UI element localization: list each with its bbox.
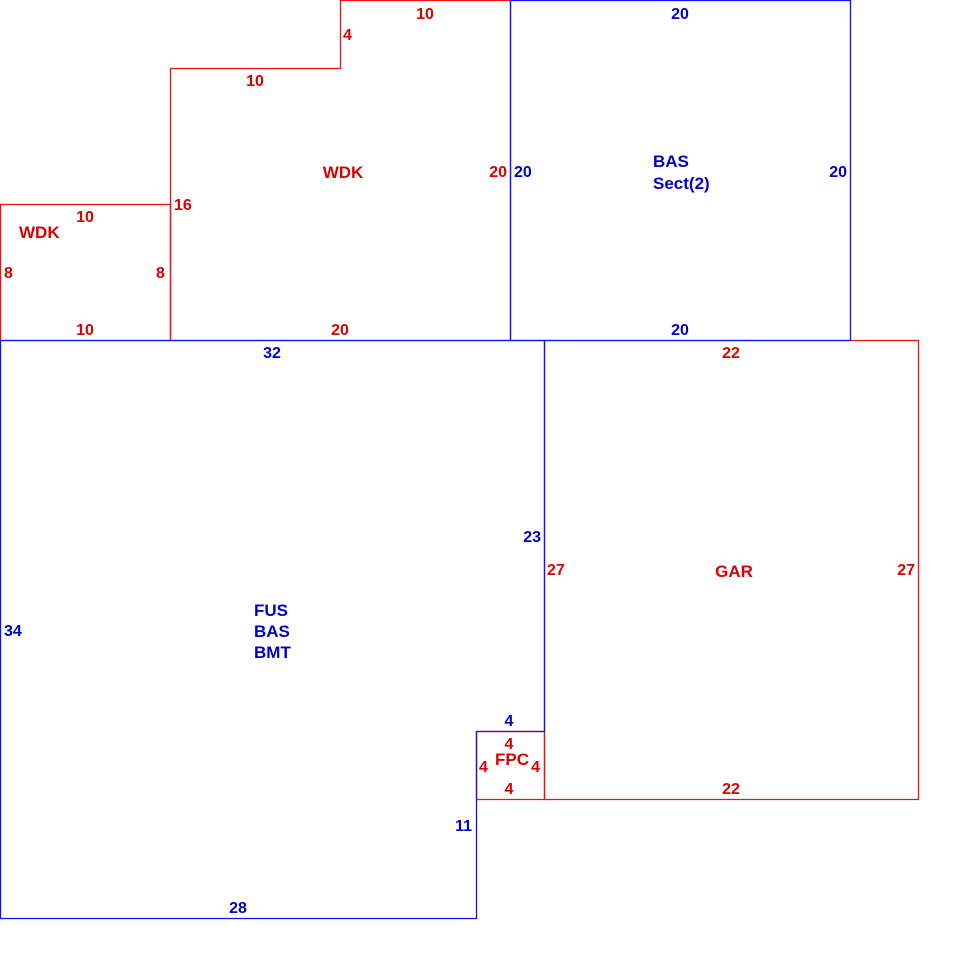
garage-label: GAR bbox=[715, 562, 753, 581]
bas-sect2-dim-right: 20 bbox=[829, 164, 847, 181]
main-house-dim-right-lower: 11 bbox=[455, 818, 472, 835]
fpc-dim-left: 4 bbox=[479, 759, 488, 776]
main-house-label-2: BAS bbox=[254, 622, 290, 641]
main-house-dim-bottom: 28 bbox=[229, 900, 247, 917]
wdk-large-dim-step: 4 bbox=[343, 27, 352, 44]
bas-sect2-dim-bottom: 20 bbox=[671, 322, 689, 339]
wdk-large-label: WDK bbox=[323, 163, 364, 182]
garage-dim-right: 27 bbox=[897, 562, 915, 579]
wdk-small-group: WDK 10 8 8 10 bbox=[4, 209, 165, 339]
fpc-group: FPC 4 4 4 4 bbox=[479, 736, 540, 798]
wdk-large-dim-bottom: 20 bbox=[331, 322, 349, 339]
wdk-small-dim-top: 10 bbox=[76, 209, 94, 226]
fpc-label: FPC bbox=[495, 750, 529, 769]
garage-group: GAR 22 27 27 22 bbox=[547, 345, 915, 798]
garage-dim-left: 27 bbox=[547, 562, 565, 579]
wdk-large-dim-left: 16 bbox=[174, 197, 192, 214]
main-house-label-1: FUS bbox=[254, 601, 288, 620]
fpc-dim-bottom: 4 bbox=[505, 781, 514, 798]
bas-sect2-outline bbox=[509, 0, 852, 342]
wdk-large-group: WDK 16 10 4 10 20 20 bbox=[174, 6, 507, 339]
main-house-dim-right-upper: 23 bbox=[523, 529, 541, 546]
main-house-dim-top: 32 bbox=[263, 345, 281, 362]
wdk-small-dim-bottom: 10 bbox=[76, 322, 94, 339]
fpc-dim-top: 4 bbox=[505, 736, 514, 753]
bas-sect2-label-2: Sect(2) bbox=[653, 174, 710, 193]
main-house-group: FUS BAS BMT 32 23 4 11 28 34 bbox=[4, 345, 541, 917]
wdk-small-dim-left: 8 bbox=[4, 265, 13, 282]
wdk-large-dim-right: 20 bbox=[489, 164, 507, 181]
wdk-small-dim-right: 8 bbox=[156, 265, 165, 282]
bas-sect2-dim-top: 20 bbox=[671, 6, 689, 23]
fpc-dim-right: 4 bbox=[531, 759, 540, 776]
garage-dim-bottom: 22 bbox=[722, 781, 740, 798]
main-house-outline bbox=[0, 339, 546, 920]
bas-sect2-dim-left: 20 bbox=[514, 164, 532, 181]
main-house-dim-left: 34 bbox=[4, 623, 22, 640]
wdk-small-label: WDK bbox=[19, 223, 60, 242]
wdk-large-dim-top-lower: 10 bbox=[246, 73, 264, 90]
main-house-dim-notch: 4 bbox=[505, 713, 514, 730]
main-house-label-3: BMT bbox=[254, 643, 291, 662]
bas-sect2-group: BAS Sect(2) 20 20 20 20 bbox=[514, 6, 847, 339]
wdk-large-dim-top-upper: 10 bbox=[416, 6, 434, 23]
bas-sect2-label-1: BAS bbox=[653, 152, 689, 171]
garage-dim-top: 22 bbox=[722, 345, 740, 362]
